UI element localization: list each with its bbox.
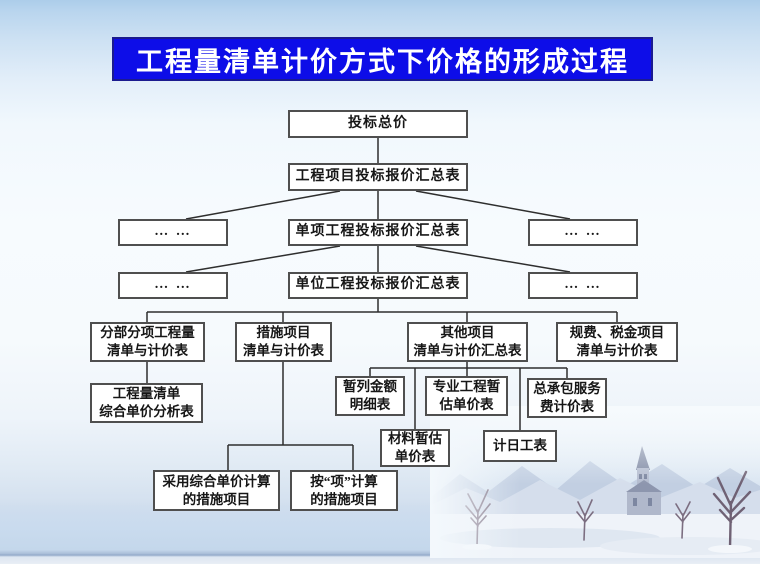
node-unit-project-bid-summary: 单位工程投标报价汇总表 xyxy=(288,272,468,299)
node-measures-list: 措施项目 清单与计价表 xyxy=(235,322,332,362)
node-other-items-list: 其他项目 清单与计价汇总表 xyxy=(407,322,528,362)
connector-lines xyxy=(146,138,618,470)
node-comprehensive-measures: 采用综合单价计算 的措施项目 xyxy=(153,470,280,511)
node-specialist-estimate: 专业工程暂 估单价表 xyxy=(425,376,508,416)
node-ellipsis-left-2: … … xyxy=(118,272,228,299)
slide-title: 工程量清单计价方式下价格的形成过程 xyxy=(136,46,629,77)
node-item-measures: 按“项”计算 的措施项目 xyxy=(290,470,398,511)
node-subdivisional-boq: 分部分项工程量 清单与计价表 xyxy=(90,322,205,362)
node-single-project-bid-summary: 单项工程投标报价汇总表 xyxy=(288,219,468,246)
winter-scene-image xyxy=(430,406,760,558)
node-unit-price-analysis: 工程量清单 综合单价分析表 xyxy=(90,383,203,423)
node-project-bid-summary: 工程项目投标报价汇总表 xyxy=(288,163,468,191)
node-ellipsis-right-2: … … xyxy=(528,272,638,299)
node-ellipsis-right-1: … … xyxy=(528,219,638,246)
node-fees-taxes-list: 规费、税金项目 清单与计价表 xyxy=(556,322,678,362)
node-ellipsis-left-1: … … xyxy=(118,219,228,246)
node-contract-service-fee: 总承包服务 费计价表 xyxy=(527,378,607,418)
node-provisional-sum: 暂列金额 明细表 xyxy=(335,376,405,416)
node-material-estimate: 材料暂估 单价表 xyxy=(380,429,450,467)
slide-title-bar: 工程量清单计价方式下价格的形成过程 xyxy=(112,37,653,81)
node-bid-total: 投标总价 xyxy=(288,110,468,138)
node-daywork: 计日工表 xyxy=(483,430,557,462)
